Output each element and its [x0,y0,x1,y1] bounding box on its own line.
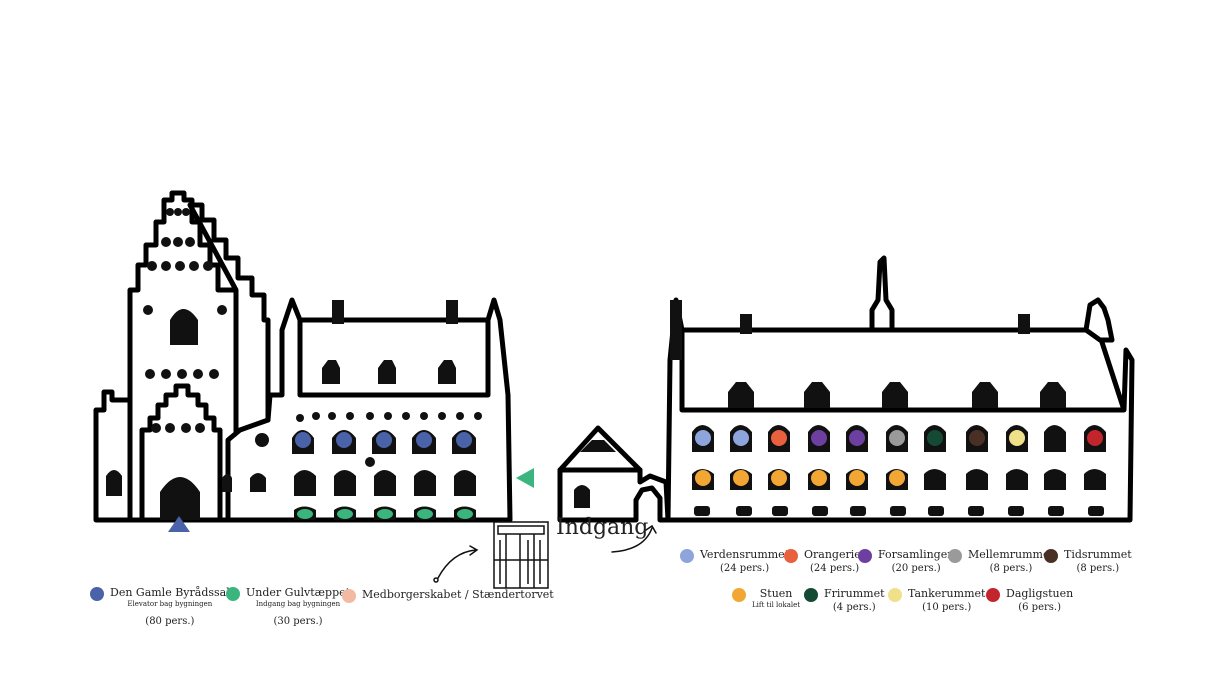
room-markers [295,430,1103,519]
legend-note: Lift til lokalet [752,601,801,609]
legend-dot [948,549,962,563]
left-wing [93,389,133,523]
kiosk-sketch [493,521,549,589]
legend-name: Verdensrummet [700,548,790,561]
elevator-marker [168,516,190,532]
legend-item-orangeriet: Orangeriet (24 pers.) [784,548,865,576]
arrow-to-entrance [611,524,657,553]
legend-capacity: (80 pers.) [145,616,195,627]
legend-capacity: (8 pers.) [989,563,1033,574]
legend-note: Indgang bag bygningen [255,600,341,608]
legend-capacity: (6 pers.) [1018,602,1061,613]
legend-name: Dagligstuen [1006,587,1074,600]
legend-dot [226,587,240,601]
legend-item-mellemrummet: Mellemrummet (8 pers.) [948,548,1054,576]
legend-item-medborgerskabet: Medborgerskabet / Stændertorvet [342,588,554,603]
legend-item-stuen: Stuen Lift til lokalet [732,587,800,610]
legend-dot [90,587,104,601]
legend-dot [680,549,694,563]
legend-item-under-gulvtaeppet: Under Gulvtæppet Indgang bag bygningen (… [226,586,350,629]
legend-dot [784,549,798,563]
right-gable [1083,297,1115,343]
legend-capacity: (20 pers.) [891,563,941,574]
legend-dot [732,588,746,602]
legend-capacity: (8 pers.) [1076,563,1120,574]
legend-name: Medborgerskabet / Stændertorvet [362,588,554,601]
entrance-marker [516,468,534,488]
hall-body [225,297,513,523]
legend-name: Tankerummet [908,587,986,600]
legend-item-verdensrummet: Verdensrummet (24 pers.) [680,548,789,576]
legend-item-den-gamle-byraadssal: Den Gamle Byrådssal Elevator bag bygning… [90,586,230,629]
entrance-gable [139,383,223,523]
legend-capacity: (24 pers.) [810,563,860,574]
legend-name: Mellemrummet [968,548,1054,561]
legend-item-dagligstuen: Dagligstuen (6 pers.) [986,587,1073,615]
legend-capacity: (30 pers.) [273,616,323,627]
legend-item-tankerummet: Tankerummet (10 pers.) [888,587,985,615]
legend-dot [804,588,818,602]
entrance-label: Indgang [556,515,649,540]
legend-name: Forsamlingen [878,548,955,561]
legend-name: Orangeriet [804,548,866,561]
legend-name: Den Gamle Byrådssal [110,586,230,599]
legend-capacity: (10 pers.) [922,602,972,613]
legend-item-forsamlingen: Forsamlingen (20 pers.) [858,548,954,576]
legend-name: Tidsrummet [1064,548,1132,561]
legend-capacity: (24 pers.) [720,563,770,574]
legend-name: Under Gulvtæppet [246,586,351,599]
legend-dot [858,549,872,563]
legend-dot [986,588,1000,602]
legend-capacity: (4 pers.) [832,602,876,613]
legend-name: Stuen [759,587,793,600]
legend-name: Frirummet [824,587,885,600]
legend-dot [888,588,902,602]
legend-dot [342,589,356,603]
arrow-to-kiosk [433,545,479,583]
spire [869,255,895,333]
legend-item-tidsrummet: Tidsrummet (8 pers.) [1044,548,1132,576]
legend-item-frirummet: Frirummet (4 pers.) [804,587,885,615]
legend-dot [1044,549,1058,563]
legend-note: Elevator bag bygningen [127,600,213,608]
